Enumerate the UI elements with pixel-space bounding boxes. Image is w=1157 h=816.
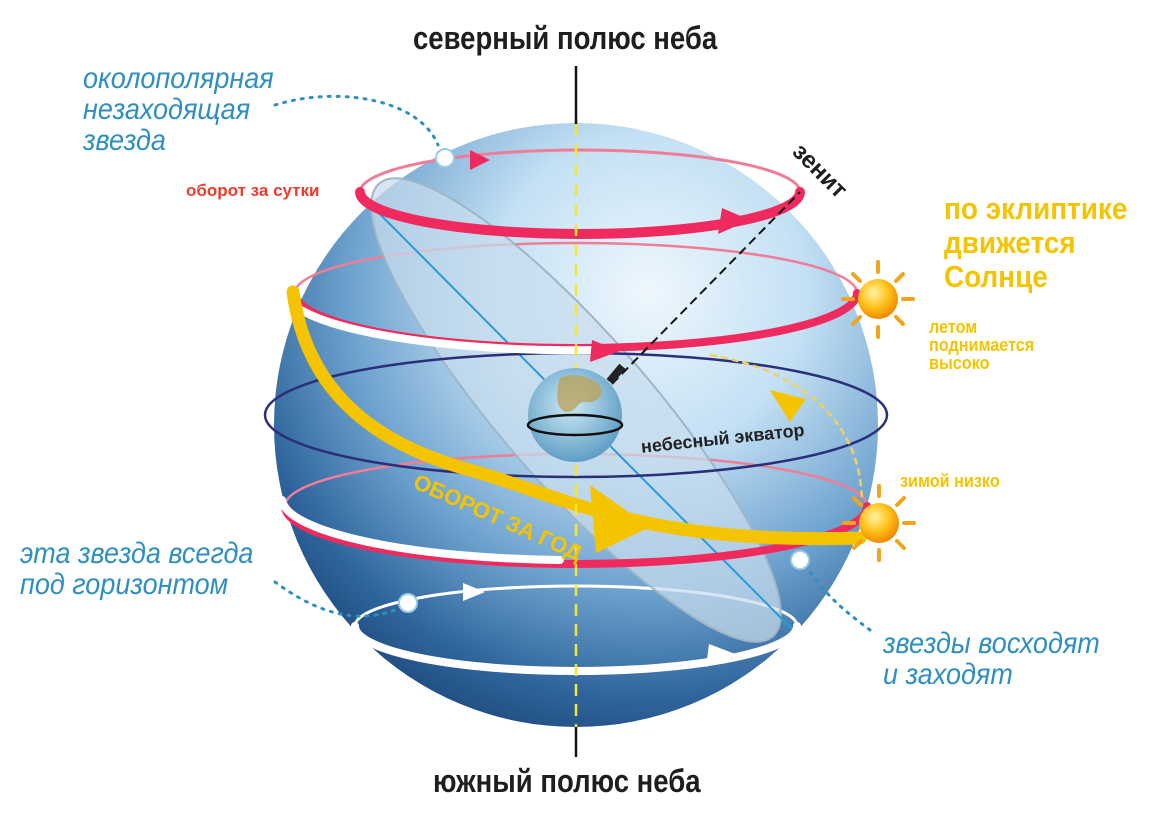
north-pole-label: северный полюс неба — [413, 20, 718, 56]
circumpolar-star-line2: незаходящая — [83, 93, 251, 126]
rise-set-stars-line1: звезды восходят — [883, 627, 1100, 660]
summer-high-label: летом поднимается высоко — [929, 318, 1034, 372]
circumpolar-star-line1: околополярная — [83, 62, 274, 95]
arrowhead-icon — [590, 340, 620, 362]
rise-set-stars-line2: и заходят — [883, 658, 1013, 691]
zenith-line — [611, 191, 801, 385]
circumpolar-star-label: околополярная незаходящая звезда — [83, 63, 274, 156]
ecliptic-sun-line3: Солнце — [944, 259, 1048, 294]
arrowhead-icon — [463, 583, 485, 601]
never-rising-star-line1: эта звезда всегда — [20, 537, 254, 570]
daily-rotation-label: оборот за сутки — [186, 181, 320, 200]
circumpolar-star-line3: звезда — [83, 124, 166, 157]
sun-seasonal-arc — [709, 353, 864, 501]
ecliptic-yearly-path — [286, 285, 867, 546]
never-rising-star-line2: под горизонтом — [20, 568, 229, 601]
ecliptic-sun-line1: по эклиптике — [944, 191, 1128, 226]
south-pole-label: южный полюс неба — [433, 763, 701, 799]
arrowhead-icon — [718, 208, 750, 234]
winter-low-label: зимой низко — [900, 471, 1000, 491]
rise-set-stars-label: звезды восходят и заходят — [883, 628, 1100, 690]
annotation-leaders — [273, 94, 872, 632]
summer-high-line1: летом — [929, 317, 978, 337]
seasonal-arrowhead-icon — [770, 390, 806, 422]
never-rising-star-icon — [398, 593, 418, 613]
ecliptic-sun-line2: движется — [944, 225, 1076, 260]
ecliptic-arrowhead-icon — [590, 485, 650, 553]
circumpolar-star-icon — [435, 148, 455, 168]
winter-sun-icon — [842, 484, 916, 562]
daily-rotation-arrows — [463, 150, 750, 667]
earth-globe — [526, 363, 626, 462]
arrowhead-icon — [706, 644, 738, 667]
summer-high-line2: поднимается — [929, 335, 1035, 355]
arrowhead-icon — [470, 150, 490, 170]
ecliptic-sun-label: по эклиптике движется Солнце — [944, 192, 1127, 294]
never-rising-star-label: эта звезда всегда под горизонтом — [20, 538, 253, 600]
summer-sun-icon — [841, 260, 915, 339]
summer-high-line3: высоко — [929, 353, 990, 373]
rising-star-icon — [790, 550, 810, 570]
